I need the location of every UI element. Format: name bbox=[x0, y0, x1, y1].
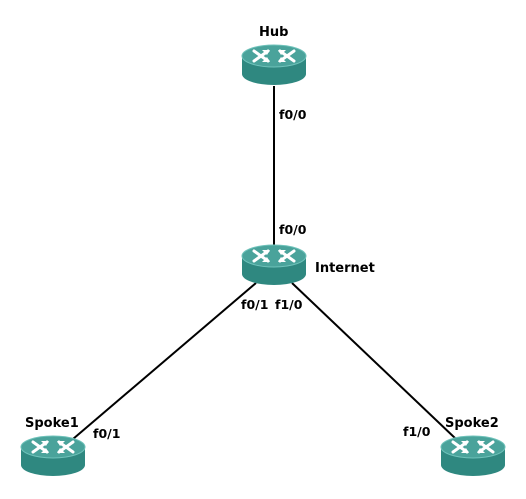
internet-port-f0-0: f0/0 bbox=[279, 222, 307, 237]
hub-port-f0-0: f0/0 bbox=[279, 107, 307, 122]
router-icon bbox=[440, 435, 506, 476]
internet-port-f1-0: f1/0 bbox=[275, 297, 303, 312]
internet-port-f0-1: f0/1 bbox=[241, 297, 269, 312]
spoke1-router[interactable] bbox=[19, 433, 87, 479]
link-internet-spoke1 bbox=[72, 282, 257, 440]
spoke2-router[interactable] bbox=[439, 433, 507, 479]
spoke2-label: Spoke2 bbox=[445, 416, 499, 431]
internet-router[interactable] bbox=[240, 242, 308, 288]
link-internet-spoke2 bbox=[291, 282, 457, 440]
router-icon bbox=[20, 435, 86, 476]
spoke1-label: Spoke1 bbox=[25, 416, 79, 431]
spoke2-port-f1-0: f1/0 bbox=[403, 424, 431, 439]
router-icon bbox=[241, 244, 307, 285]
hub-router[interactable] bbox=[240, 42, 308, 88]
internet-label: Internet bbox=[315, 261, 375, 276]
hub-label: Hub bbox=[259, 25, 289, 40]
spoke1-port-f0-1: f0/1 bbox=[93, 426, 121, 441]
router-icon bbox=[241, 44, 307, 85]
